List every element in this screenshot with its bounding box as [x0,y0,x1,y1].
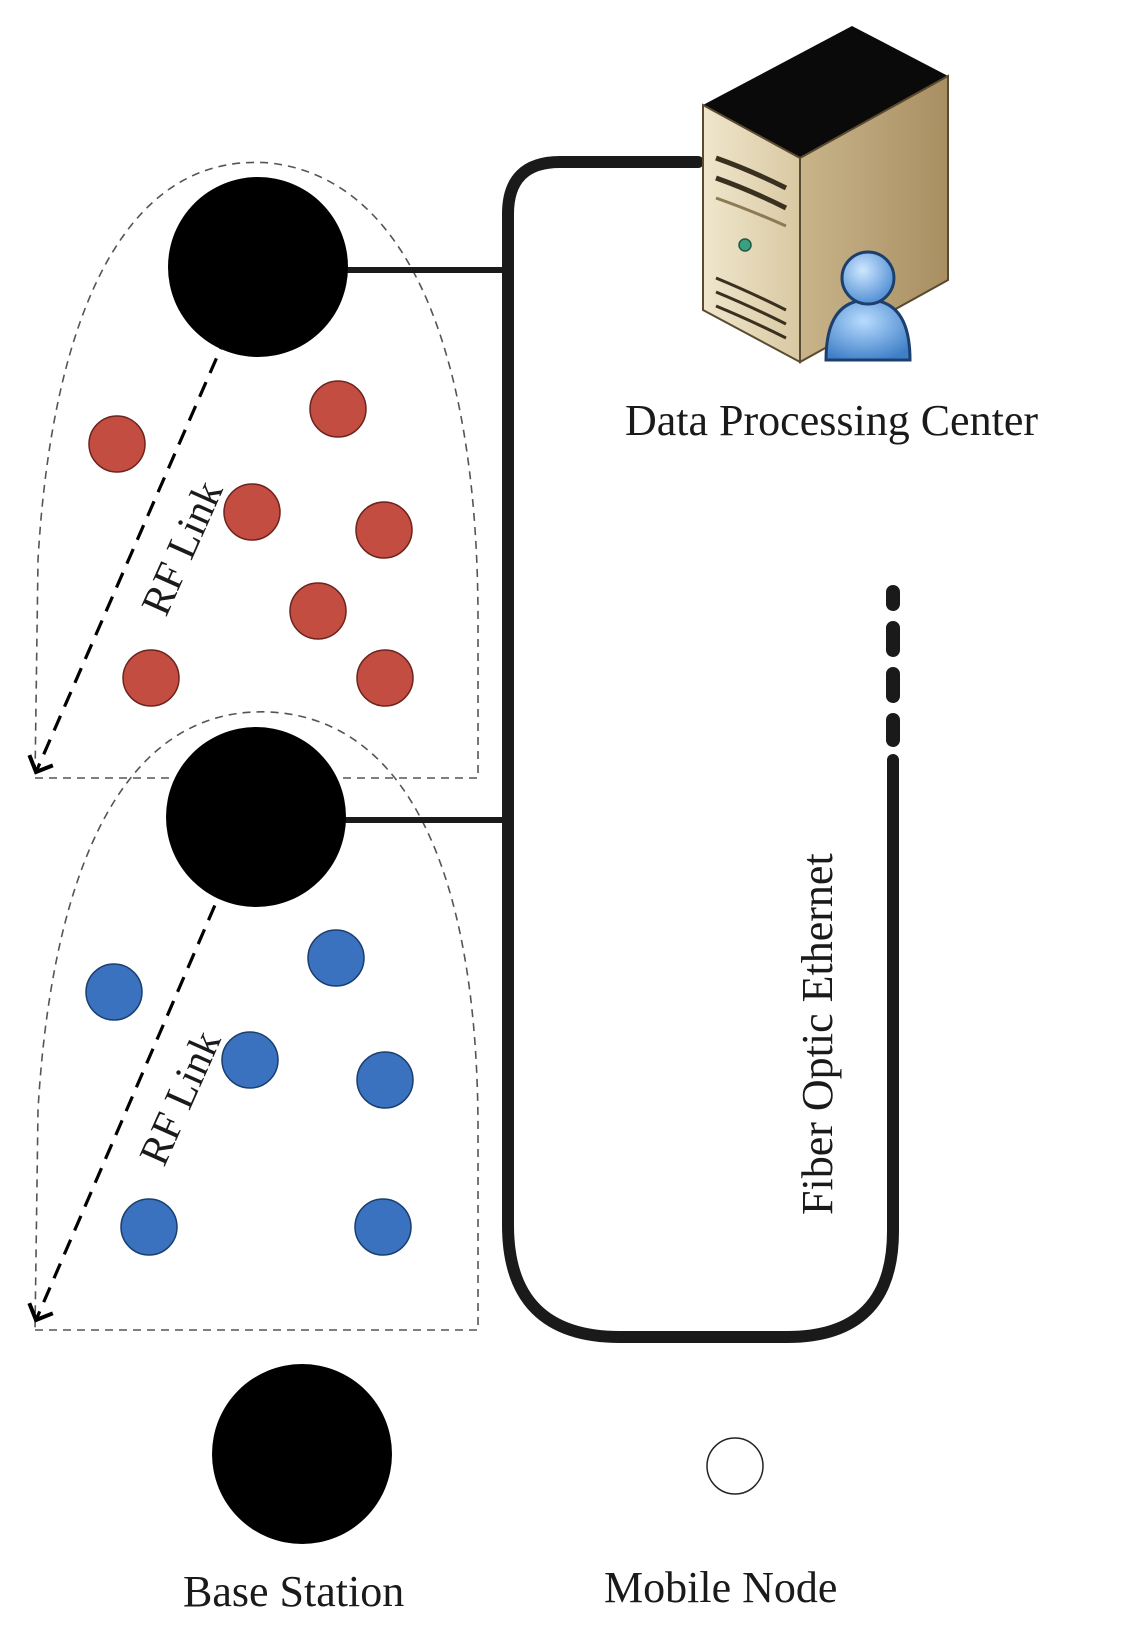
fiber-cable [502,156,899,1343]
mobile-node [354,1198,412,1256]
cluster-top-nodes [88,380,414,707]
mobile-node [355,501,413,559]
cluster-bottom-nodes [85,929,414,1256]
mobile-node [223,483,281,541]
legend-mobile-node-label: Mobile Node [604,1563,837,1612]
legend: Base Station Mobile Node [183,1364,837,1616]
mobile-node [88,415,146,473]
mobile-node [122,649,180,707]
legend-base-station-label: Base Station [183,1567,404,1616]
legend-mobile-node-symbol [706,1437,764,1495]
data-center-label: Data Processing Center [625,396,1038,445]
mobile-node [307,929,365,987]
mobile-node [309,380,367,438]
rf-link-label-bottom: RF Link [131,1024,230,1172]
rf-link-arrow-bottom [27,809,258,1323]
mobile-node [221,1031,279,1089]
mobile-node [356,1051,414,1109]
mobile-node [85,963,143,1021]
base-station-bottom [166,727,346,907]
mobile-node [356,649,414,707]
cluster-top-outline [34,161,479,779]
legend-base-station-symbol [212,1364,392,1544]
rf-link-label-top: RF Link [133,474,232,622]
mobile-node [289,582,347,640]
cluster-bottom-outline [34,711,479,1331]
fiber-label: Fiber Optic Ethernet [793,853,842,1215]
mobile-node [120,1198,178,1256]
rf-link-arrow-top [27,262,260,775]
server-with-user-icon [702,26,949,364]
